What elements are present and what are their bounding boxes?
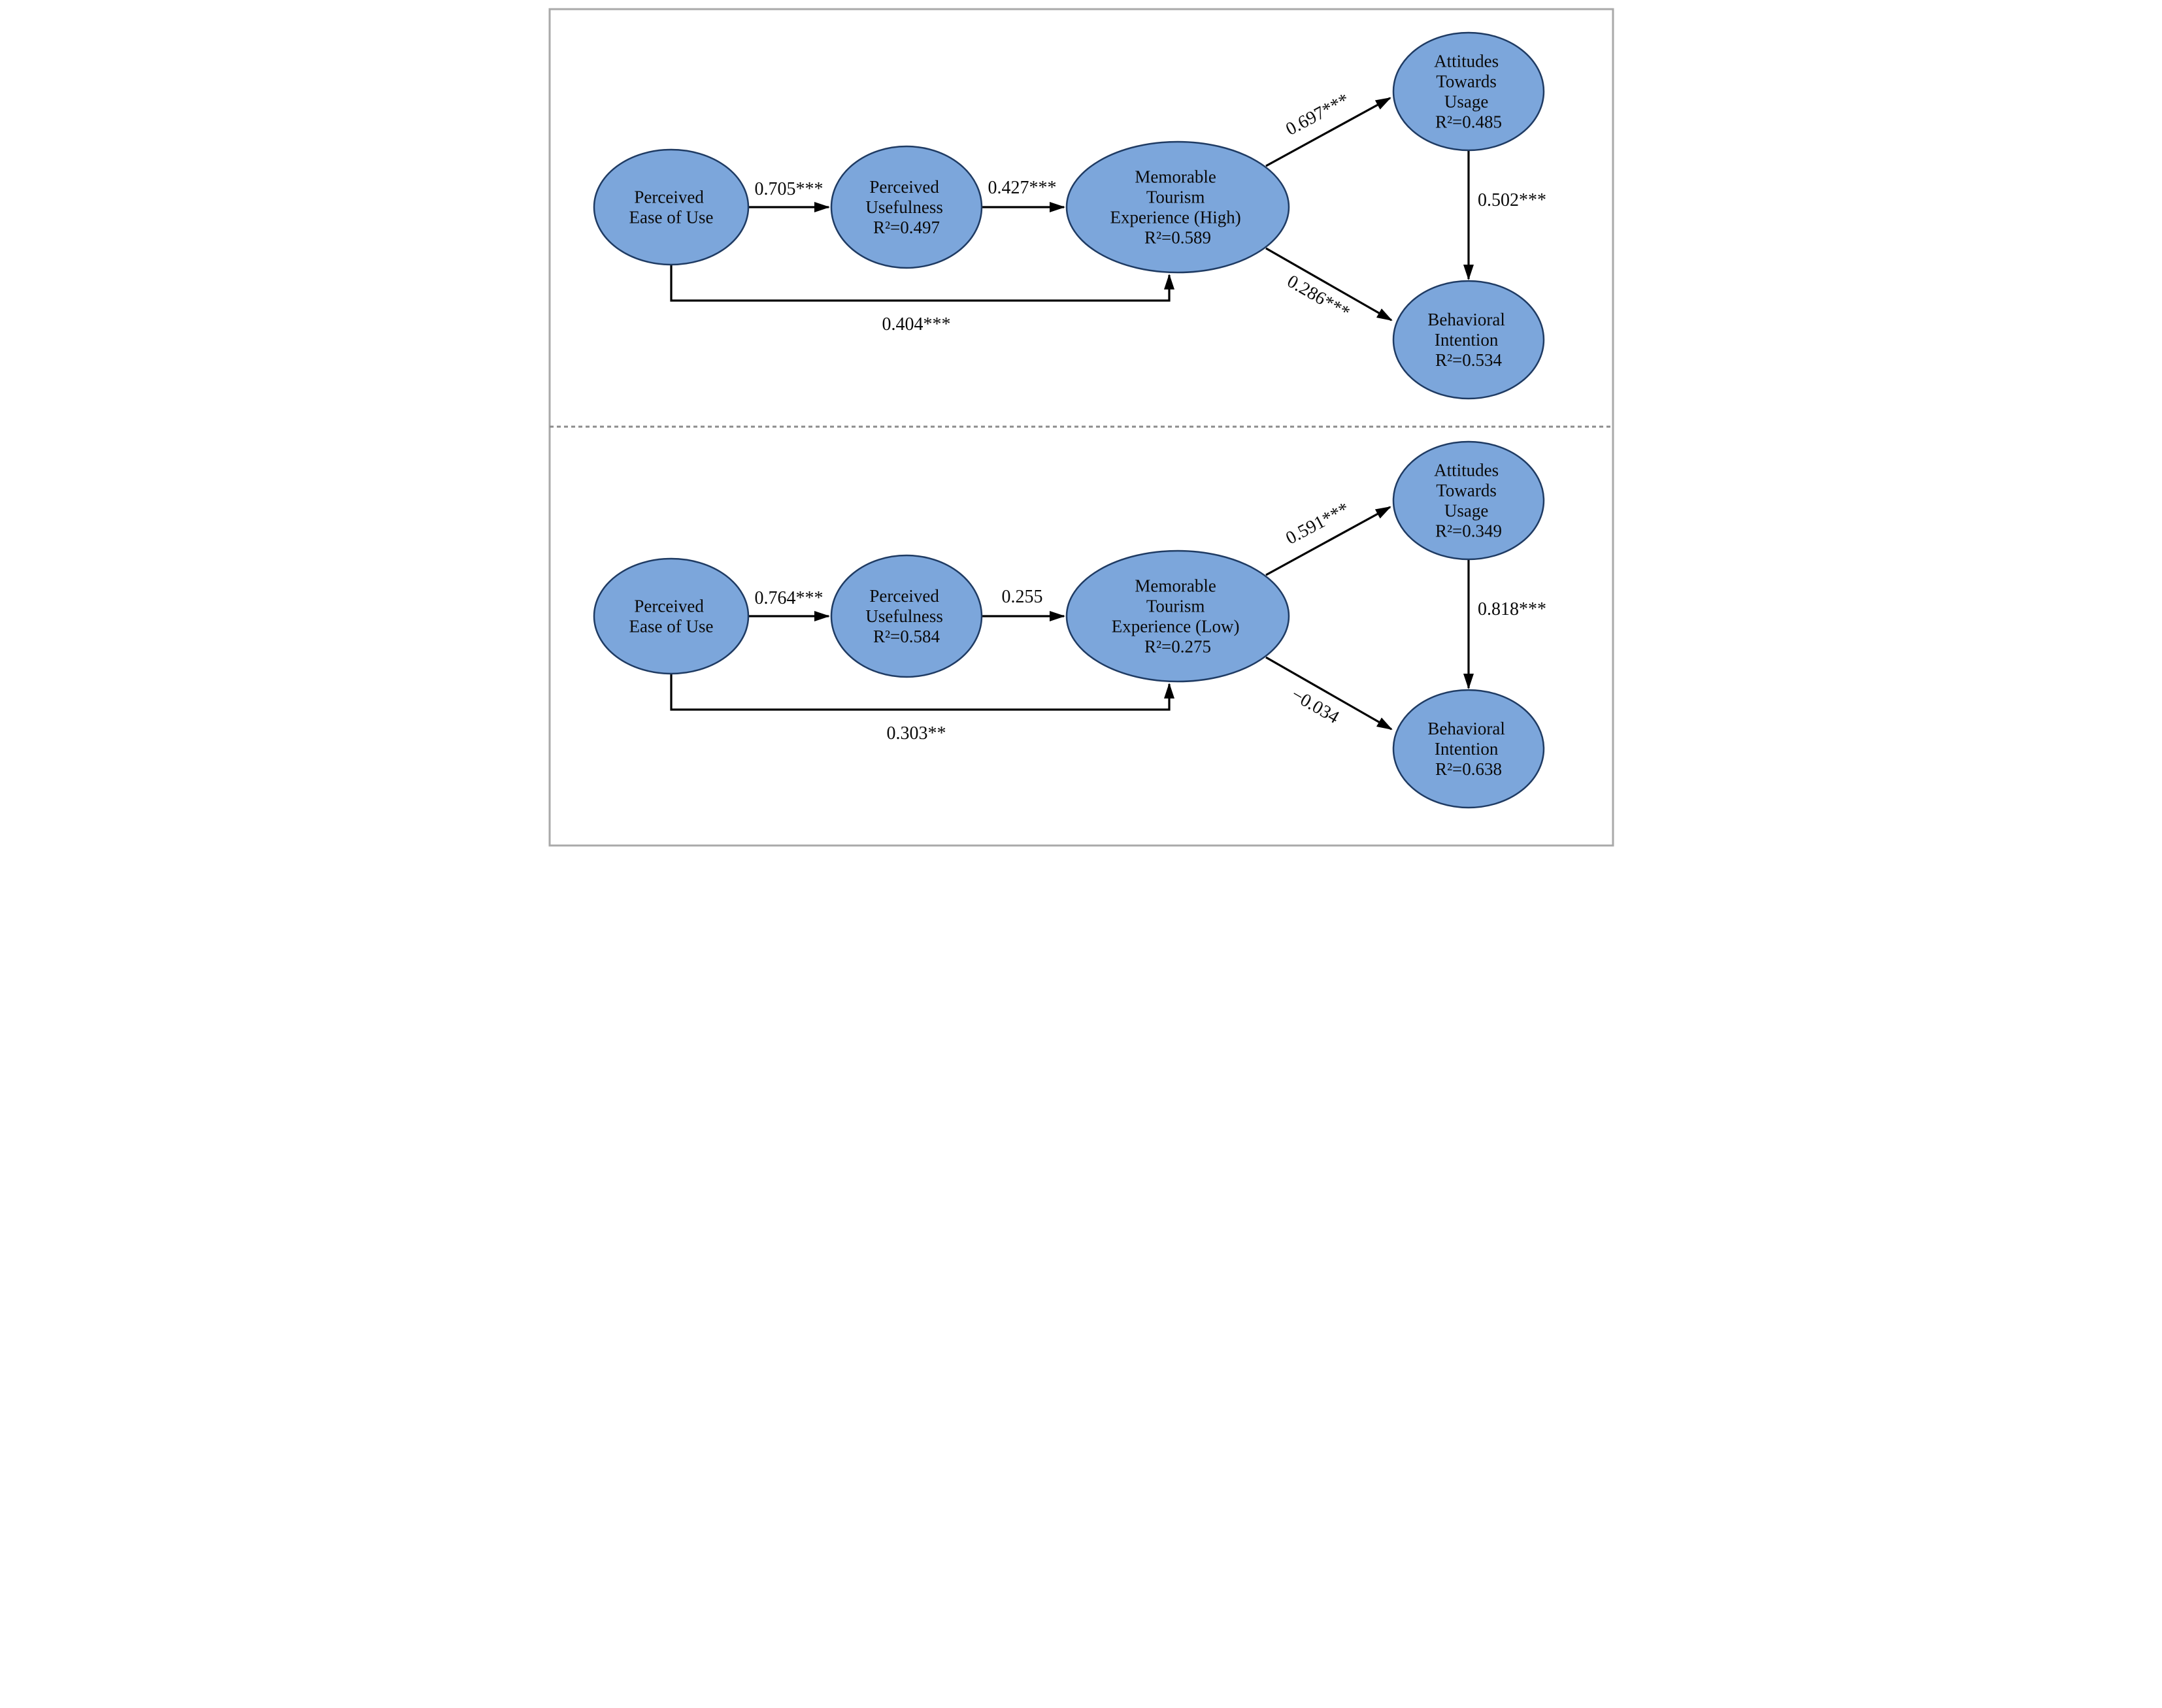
node-label-atu-low: Attitudes Towards Usage R²=0.349 — [1434, 461, 1503, 541]
node-line: Ease of Use — [629, 617, 714, 636]
sem-diagram-canvas: 0.705*** 0.427*** 0.697*** 0.502*** 0.28… — [548, 8, 1614, 847]
node-ellipse-atu-low — [1392, 440, 1545, 561]
node-label-atu-high: Attitudes Towards Usage R²=0.485 — [1434, 52, 1503, 132]
panel-high-mte: 0.705*** 0.427*** 0.697*** 0.502*** 0.28… — [593, 31, 1546, 400]
node-line: R²=0.638 — [1435, 759, 1502, 779]
node-line: R²=0.485 — [1435, 112, 1502, 132]
node-line: Tourism — [1146, 597, 1205, 616]
node-ellipse-bi-high — [1392, 280, 1545, 400]
node-line: Experience (Low) — [1112, 617, 1240, 636]
node-line: Usefulness — [865, 197, 942, 217]
node-line: Tourism — [1146, 188, 1205, 207]
node-ellipse-peou-high — [593, 148, 750, 266]
sem-figure: 0.705*** 0.427*** 0.697*** 0.502*** 0.28… — [540, 0, 1622, 854]
node-line: Usage — [1444, 501, 1488, 521]
node-line: Memorable — [1135, 167, 1216, 187]
path-arrow-mte-bi-low — [1265, 656, 1393, 731]
node-line: R²=0.275 — [1144, 637, 1211, 657]
node-line: Perceived — [634, 188, 704, 207]
node-line: Towards — [1436, 481, 1497, 501]
edge-label-mte-atu-low: 0.591*** — [1282, 499, 1352, 549]
node-line: R²=0.349 — [1435, 521, 1502, 541]
node-line: Memorable — [1135, 576, 1216, 596]
node-label-bi-high: Behavioral Intention R²=0.534 — [1427, 310, 1509, 370]
edge-label-atu-bi-low: 0.818*** — [1478, 599, 1546, 619]
edge-label-pu-mte-high: 0.427*** — [988, 178, 1057, 198]
node-line: Towards — [1436, 72, 1497, 91]
path-arrow-peou-mte-high — [670, 265, 1174, 302]
node-line: Usefulness — [865, 606, 942, 626]
node-label-pu-low: Perceived Usefulness R²=0.584 — [865, 586, 947, 646]
edge-label-atu-bi-high: 0.502*** — [1478, 190, 1546, 210]
panel-low-mte: 0.764*** 0.255 0.591*** 0.818*** −0.034 … — [593, 440, 1546, 809]
node-ellipse-peou-low — [593, 557, 750, 675]
node-line: R²=0.589 — [1144, 228, 1211, 248]
path-arrow-mte-atu-high — [1265, 97, 1391, 167]
node-label-bi-low: Behavioral Intention R²=0.638 — [1427, 719, 1509, 779]
edge-label-peou-pu-low: 0.764*** — [755, 588, 823, 608]
node-line: Ease of Use — [629, 208, 714, 227]
node-ellipse-mte-high — [1065, 140, 1290, 274]
node-line: R²=0.534 — [1435, 350, 1503, 370]
node-line: Attitudes — [1434, 52, 1499, 71]
edge-label-mte-atu-high: 0.697*** — [1282, 90, 1352, 140]
node-line: Usage — [1444, 92, 1488, 112]
node-ellipse-mte-low — [1065, 550, 1290, 683]
node-line: Attitudes — [1434, 461, 1499, 480]
node-line: Experience (High) — [1110, 208, 1241, 227]
node-ellipse-bi-low — [1392, 689, 1545, 809]
node-ellipse-pu-low — [830, 554, 983, 678]
node-ellipse-atu-high — [1392, 31, 1545, 152]
edge-label-peou-mte-low: 0.303** — [887, 723, 946, 744]
edge-label-peou-mte-high: 0.404*** — [882, 314, 951, 335]
node-label-peou-high: Perceived Ease of Use — [629, 188, 714, 227]
node-line: R²=0.584 — [873, 627, 940, 646]
path-arrow-mte-bi-high — [1265, 247, 1393, 321]
node-line: Perceived — [869, 586, 939, 606]
node-ellipse-pu-high — [830, 145, 983, 269]
edge-label-pu-mte-low: 0.255 — [1002, 587, 1043, 607]
node-line: R²=0.497 — [873, 218, 940, 237]
edge-label-peou-pu-high: 0.705*** — [755, 179, 823, 199]
node-label-peou-low: Perceived Ease of Use — [629, 597, 714, 636]
edge-label-mte-bi-low: −0.034 — [1288, 685, 1342, 728]
node-line: Behavioral — [1427, 719, 1505, 738]
node-label-mte-low: Memorable Tourism Experience (Low) R²=0.… — [1112, 576, 1244, 657]
node-line: Intention — [1435, 739, 1499, 759]
node-line: Intention — [1435, 330, 1499, 350]
node-line: Behavioral — [1427, 310, 1505, 329]
node-line: Perceived — [869, 177, 939, 197]
path-arrow-mte-atu-low — [1265, 506, 1391, 576]
node-line: Perceived — [634, 597, 704, 616]
path-arrow-peou-mte-low — [670, 674, 1174, 711]
node-label-mte-high: Memorable Tourism Experience (High) R²=0… — [1110, 167, 1246, 248]
node-label-pu-high: Perceived Usefulness R²=0.497 — [865, 177, 947, 237]
